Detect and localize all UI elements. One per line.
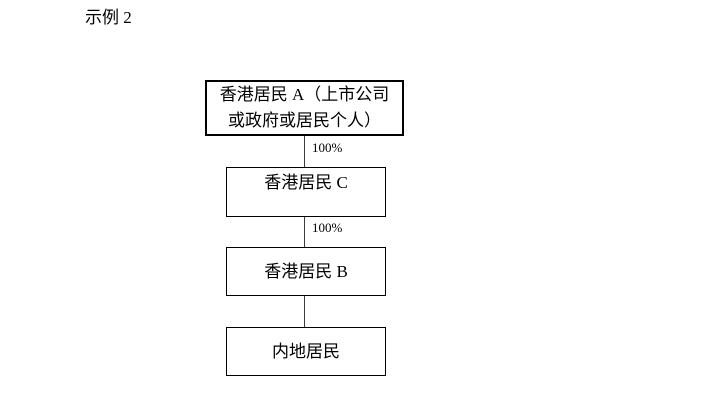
node-label-line2: 或政府或居民个人） (228, 111, 381, 130)
connector-a-to-c (304, 136, 305, 167)
node-label: 香港居民 B (264, 261, 348, 281)
connector-b-to-d (304, 296, 305, 327)
node-label: 内地居民 (272, 341, 340, 361)
example-title: 示例 2 (85, 8, 132, 27)
node-hk-resident-b: 香港居民 B (226, 247, 386, 296)
node-hk-resident-a: 香港居民 A（上市公司 或政府或居民个人） (205, 80, 404, 136)
node-label: 香港居民 C (264, 173, 348, 192)
node-label-line1: 香港居民 A（上市公司 (219, 85, 390, 104)
connector-c-to-b (304, 217, 305, 247)
node-hk-resident-c: 香港居民 C (226, 167, 386, 217)
node-mainland-resident: 内地居民 (226, 327, 386, 376)
ownership-label-a-c: 100% (312, 140, 343, 155)
ownership-label-c-b: 100% (312, 220, 343, 235)
